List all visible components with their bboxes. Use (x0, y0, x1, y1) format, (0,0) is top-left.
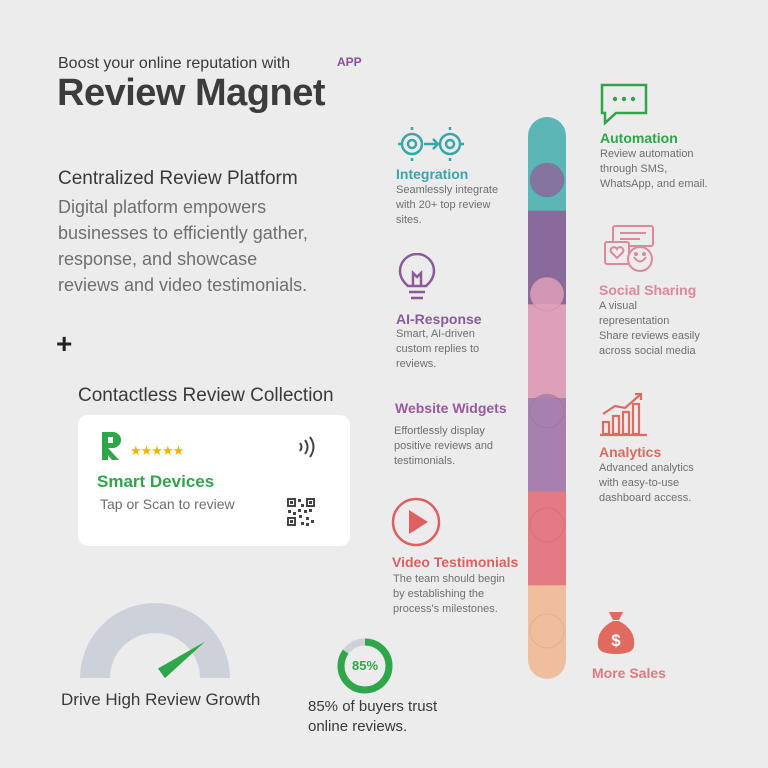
video-testimonials-desc: The team should begin by establishing th… (393, 573, 505, 615)
analytics-title: Analytics (599, 444, 662, 460)
money-bag-icon: $ (597, 612, 635, 654)
play-icon (391, 497, 441, 547)
integration-title: Integration (396, 166, 469, 182)
qr-code-icon (286, 497, 316, 527)
gauge-track (80, 603, 230, 678)
trust-label: 85% of buyers trust online reviews. (308, 698, 438, 735)
review-magnet-logo-icon (102, 432, 121, 460)
automation-desc: Review automation through SMS, WhatsApp,… (600, 148, 708, 190)
platform-heading: Centralized Review Platform (58, 168, 298, 189)
page-title: Review Magnet (57, 72, 326, 114)
smart-devices-card: ★★★★★ Smart Devices Tap or Scan to revie… (78, 415, 350, 546)
chat-icon (600, 83, 648, 126)
timeline-node (529, 162, 565, 198)
card-title: Smart Devices (97, 472, 215, 491)
ai-response-title: AI-Response (396, 311, 482, 327)
timeline-node (529, 507, 565, 543)
analytics-desc: Advanced analytics with easy-to-use dash… (599, 462, 694, 504)
timeline-bar (528, 117, 566, 679)
video-testimonials-title: Video Testimonials (392, 554, 519, 570)
website-widgets-desc: Effortlessly display positive reviews an… (394, 425, 494, 467)
card-subtitle: Tap or Scan to review (100, 496, 235, 512)
contactless-heading: Contactless Review Collection (78, 385, 334, 406)
lightbulb-icon (398, 253, 436, 300)
platform-description: Digital platform empowers businesses to … (58, 197, 308, 295)
website-widgets-title: Website Widgets (395, 400, 507, 416)
app-badge: APP (337, 55, 362, 69)
plus-icon: + (56, 328, 73, 359)
donut-percent: 85% (351, 658, 379, 673)
timeline-node (529, 393, 565, 429)
donut-fill (337, 638, 393, 694)
nfc-icon (299, 436, 315, 458)
gauge-label: Drive High Review Growth (61, 690, 261, 709)
trust-donut (337, 638, 393, 694)
svg-text:$: $ (611, 631, 621, 650)
share-icon (604, 225, 654, 272)
gears-icon (398, 127, 464, 161)
gauge-needle (157, 641, 206, 679)
bar-chart-icon (600, 392, 647, 437)
automation-title: Automation (600, 130, 678, 146)
timeline-node (529, 613, 565, 649)
timeline-segment (528, 304, 566, 399)
ai-response-desc: Smart, AI-driven custom replies to revie… (396, 328, 480, 370)
tagline: Boost your online reputation with (58, 55, 291, 72)
social-sharing-title: Social Sharing (599, 282, 697, 298)
growth-gauge (80, 603, 230, 679)
timeline-node (529, 276, 565, 312)
integration-desc: Seamlessly integrate with 20+ top review… (396, 184, 499, 226)
social-sharing-desc: A visual representation Share reviews ea… (599, 300, 700, 357)
rating-stars: ★★★★★ (130, 443, 184, 458)
more-sales-title: More Sales (592, 665, 666, 681)
